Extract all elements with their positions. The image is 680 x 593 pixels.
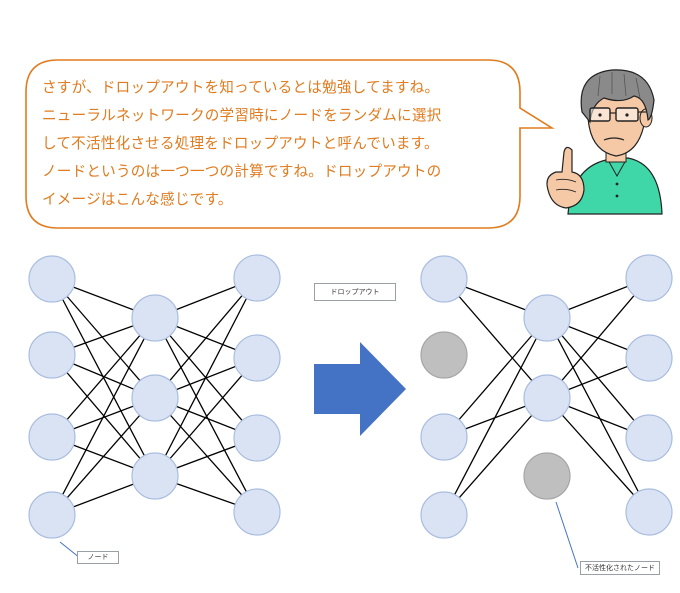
speech-line: ニューラルネットワークの学習時にノードをランダムに選択 <box>42 107 442 124</box>
right-edge <box>443 317 548 516</box>
right-node <box>625 414 673 462</box>
left-node <box>28 491 76 539</box>
speech-line: イメージはこんな感じです。 <box>42 191 233 208</box>
left-node <box>233 488 281 536</box>
left-edge <box>154 357 258 477</box>
right-network <box>420 254 673 539</box>
left-node <box>28 413 76 461</box>
right-node <box>625 334 673 382</box>
right-node <box>625 488 673 536</box>
node-label: ノード <box>77 551 119 564</box>
right-edge <box>546 317 650 513</box>
right-inactive-node <box>523 452 571 500</box>
speech-line: ノードというのは一つ一つの計算ですね。ドロップアウトの <box>42 163 442 180</box>
left-node <box>131 452 179 500</box>
right-node <box>523 374 571 422</box>
right-node <box>420 255 468 303</box>
right-arrow-icon <box>314 342 406 436</box>
inactive-pointer-line <box>555 501 579 569</box>
inactive-node-label: 不活性化されたノード <box>580 561 660 575</box>
right-edge <box>443 397 548 516</box>
left-edge <box>51 317 156 516</box>
left-node <box>233 414 281 462</box>
left-edge <box>154 397 258 513</box>
left-node <box>233 254 281 302</box>
right-edge <box>443 278 548 399</box>
right-node <box>523 294 571 342</box>
teacher-character-icon <box>546 69 663 215</box>
right-edge <box>443 317 548 438</box>
left-node <box>28 331 76 379</box>
right-inactive-node <box>420 331 468 379</box>
left-edge <box>51 278 156 399</box>
left-node <box>131 294 179 342</box>
speech-text: さすが、ドロップアウトを知っているとは勉強してますね。 ニューラルネットワークの… <box>42 74 512 214</box>
right-edge <box>546 277 650 399</box>
right-node <box>420 491 468 539</box>
dropout-label: ドロップアウト <box>314 283 396 301</box>
left-node <box>233 334 281 382</box>
left-network <box>28 254 281 539</box>
left-edge <box>154 277 258 477</box>
left-node <box>28 255 76 303</box>
left-edge <box>154 277 258 399</box>
right-edge <box>546 397 650 513</box>
left-node <box>131 374 179 422</box>
left-edge <box>51 317 156 438</box>
right-node <box>625 254 673 302</box>
left-edge <box>154 317 258 513</box>
right-node <box>420 413 468 461</box>
left-edge <box>51 397 156 516</box>
speech-bubble <box>25 59 555 229</box>
speech-line: して不活性化させる処理をドロップアウトと呼んでいます。 <box>42 135 439 152</box>
speech-line: さすが、ドロップアウトを知っているとは勉強してますね。 <box>42 79 440 96</box>
node-pointer-line <box>59 541 81 559</box>
